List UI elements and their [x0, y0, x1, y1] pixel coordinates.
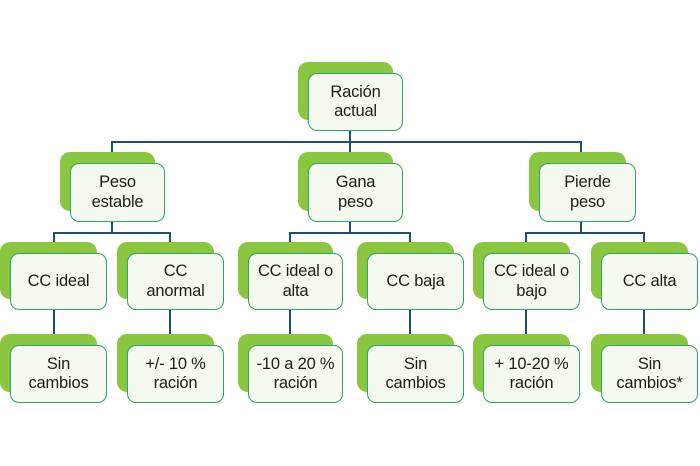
node-label: + 10-20 % ración [494, 354, 569, 392]
node-label: CC ideal [27, 271, 90, 290]
node-card: CC ideal o bajo [483, 253, 580, 310]
node-card: Pierde peso [539, 163, 636, 222]
node-card: Sin cambios* [601, 345, 698, 403]
node-card: Sin cambios [367, 345, 464, 403]
node-label: CC anormal [146, 262, 205, 300]
node-card: Peso estable [70, 163, 165, 222]
node-label: Ración actual [330, 82, 381, 120]
node-label: -10 a 20 % ración [256, 354, 335, 392]
node-label: Sin cambios* [616, 354, 683, 392]
node-card: Gana peso [308, 163, 403, 222]
node-label: Gana peso [335, 173, 376, 211]
node-label: Sin cambios [385, 354, 446, 392]
node-card: CC alta [601, 253, 698, 310]
node-label: Pierde peso [564, 173, 611, 211]
node-card: CC baja [367, 253, 464, 310]
node-label: +/- 10 % ración [145, 354, 206, 392]
node-label: Sin cambios [28, 354, 89, 392]
node-card: -10 a 20 % ración [248, 345, 343, 403]
node-card: CC ideal o alta [248, 253, 343, 310]
node-card: CC ideal [10, 253, 107, 310]
node-card: Ración actual [308, 73, 403, 131]
node-card: CC anormal [127, 253, 224, 310]
node-card: + 10-20 % ración [483, 345, 580, 403]
node-card: +/- 10 % ración [127, 345, 224, 403]
node-label: Peso estable [91, 173, 144, 211]
node-label: CC alta [622, 271, 677, 290]
node-card: Sin cambios [10, 345, 107, 403]
node-label: CC ideal o bajo [493, 262, 570, 300]
node-label: CC ideal o alta [257, 262, 334, 300]
node-label: CC baja [386, 271, 445, 290]
